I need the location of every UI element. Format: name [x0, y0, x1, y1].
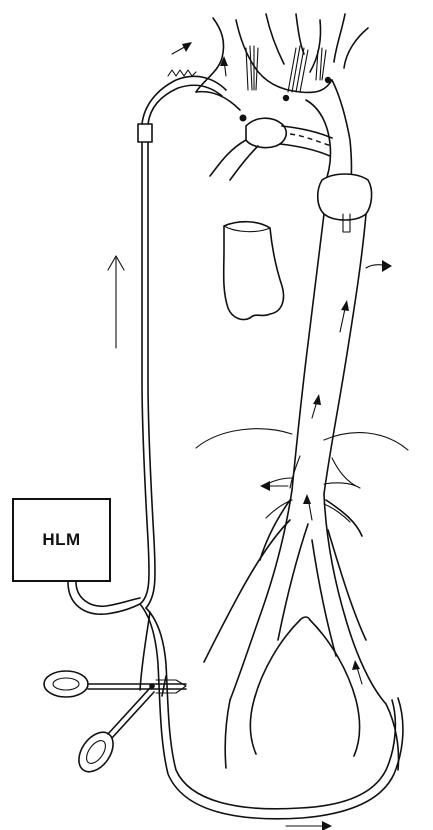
- flow-arrows: [108, 42, 392, 830]
- organ-shape: [224, 222, 284, 320]
- hlm-label: HLM: [42, 530, 80, 550]
- heart-lung-machine-box: HLM: [12, 498, 111, 582]
- aorta-vessel-tree: [196, 14, 408, 770]
